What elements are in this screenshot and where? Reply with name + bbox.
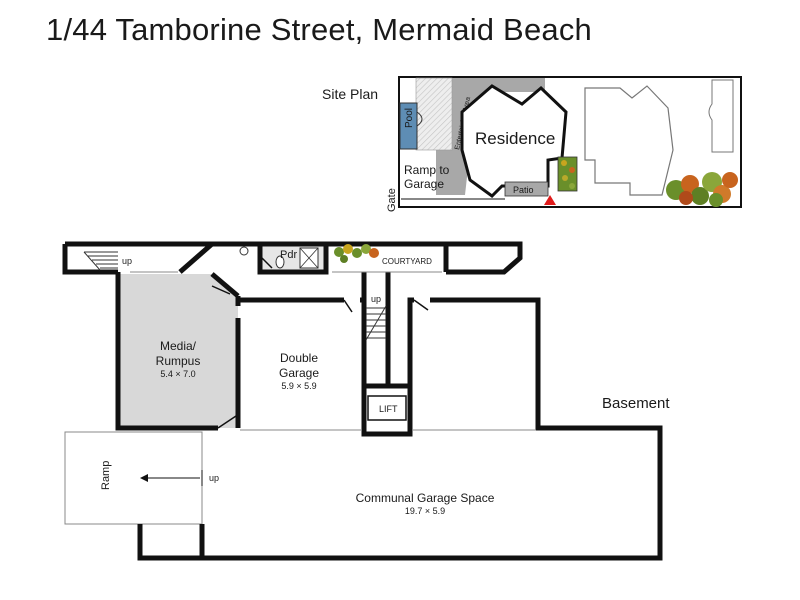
- site-plan: Site Plan Pool Entertaining Area Residen…: [322, 76, 742, 212]
- stairs-up-label-top: up: [122, 256, 132, 266]
- wall-diagonal-2: [210, 272, 240, 298]
- pool-steps: [416, 111, 423, 127]
- toilet-icon: [275, 255, 285, 269]
- wall-diagonal-1: [178, 242, 214, 274]
- adjacent-structure: [708, 79, 734, 153]
- gate-label: Gate: [386, 188, 398, 212]
- basin-icon: [239, 246, 249, 256]
- stairs-center: [365, 305, 387, 341]
- garage-label-2: Garage: [279, 366, 319, 380]
- residence-label: Residence: [475, 129, 555, 148]
- stairs-up-label-center: up: [371, 294, 381, 304]
- page-title: 1/44 Tamborine Street, Mermaid Beach: [46, 12, 592, 47]
- communal-label: Communal Garage Space: [356, 491, 495, 505]
- ramp-label-2: Garage: [404, 177, 444, 191]
- stairs-top-left: [83, 251, 118, 271]
- courtyard-plants: [334, 244, 379, 263]
- wall-communal: [137, 297, 663, 561]
- patio-label: Patio: [513, 185, 534, 195]
- wall-upper-left: [62, 244, 118, 275]
- ramp-up-label: up: [209, 473, 219, 483]
- garage-label-1: Double: [280, 351, 318, 365]
- communal-dims: 19.7 × 5.9: [405, 506, 445, 516]
- wall-powder: [257, 244, 329, 275]
- powder-room-label: Pdr: [280, 249, 297, 261]
- basement-label: Basement: [602, 395, 670, 412]
- lift: [367, 395, 407, 421]
- basement-floor-plan: up Pdr COURTYARD: [62, 241, 670, 561]
- ramp-label-1: Ramp to: [404, 163, 450, 177]
- residence: [460, 84, 568, 198]
- pool-deck: [415, 77, 453, 151]
- wall-stair-core: [364, 272, 391, 389]
- garage-dims: 5.9 × 5.9: [281, 381, 316, 391]
- lift-label: LIFT: [379, 404, 398, 414]
- ramp-label: Ramp: [100, 461, 112, 490]
- garden-trees: [666, 172, 738, 207]
- media-label-2: Rumpus: [156, 354, 201, 368]
- courtyard-label: COURTYARD: [382, 257, 432, 266]
- pool-label: Pool: [404, 108, 415, 128]
- media-label-1: Media/: [160, 339, 197, 353]
- adjacent-building: [584, 85, 674, 196]
- ramp-arrow-icon: [140, 474, 148, 482]
- patio: [504, 181, 549, 197]
- north-marker-icon: [544, 195, 556, 205]
- wall-media: [115, 272, 218, 431]
- site-plan-heading: Site Plan: [322, 86, 378, 102]
- wall-upper-top: [65, 241, 523, 275]
- media-dims: 5.4 × 7.0: [160, 369, 195, 379]
- media-rumpus-room: [118, 274, 238, 428]
- door-swings: [211, 257, 429, 429]
- entertaining-area: [433, 78, 545, 195]
